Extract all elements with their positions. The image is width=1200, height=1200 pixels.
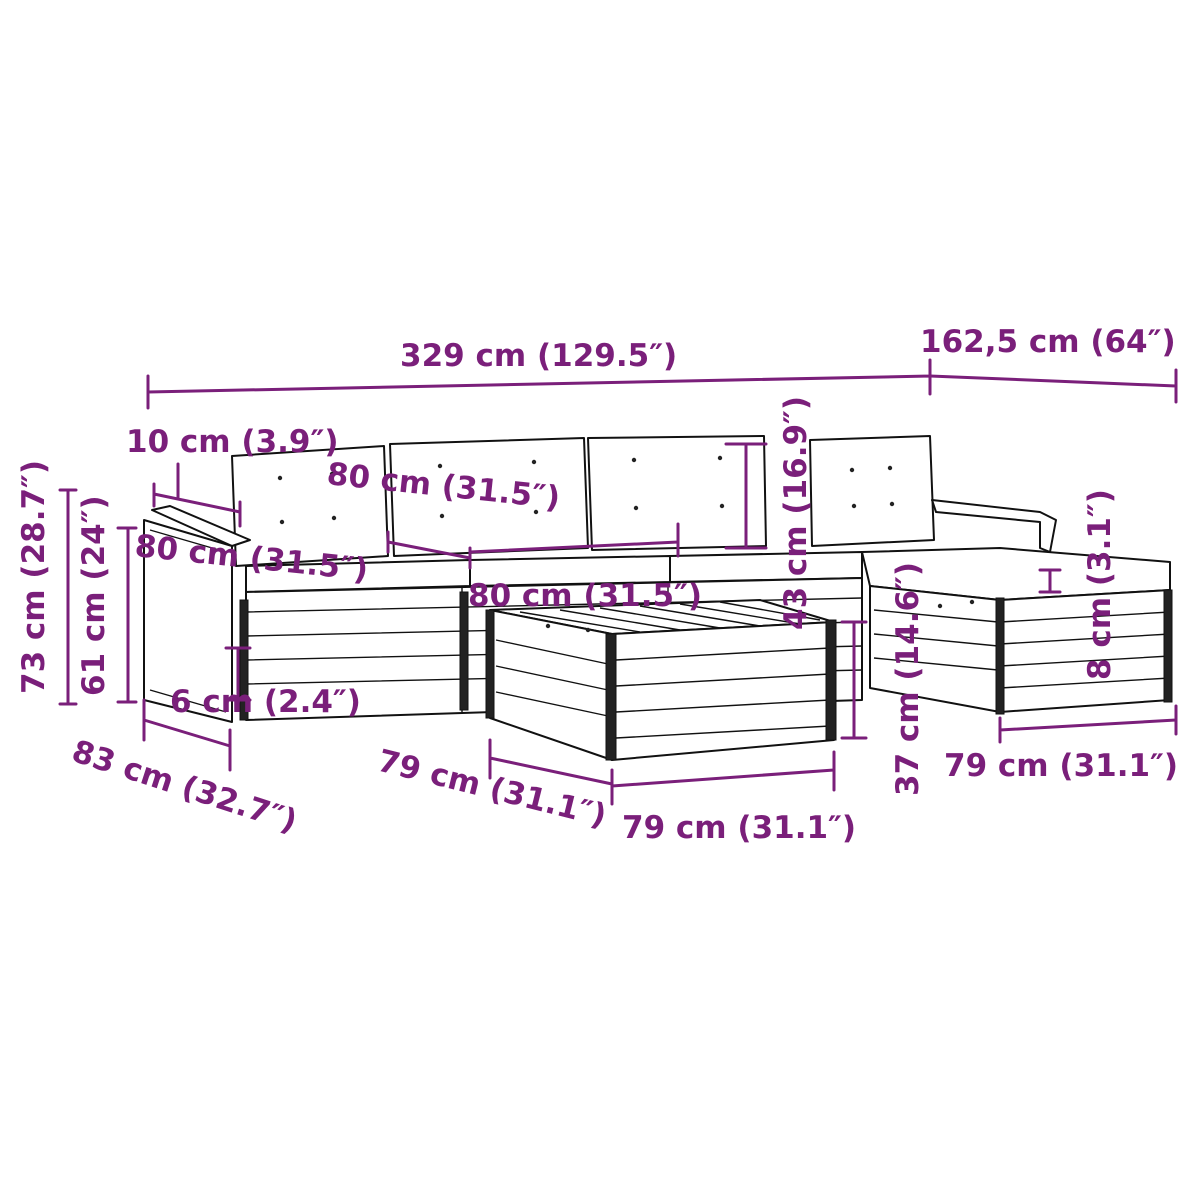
table-depth-label: 79 cm (31.1″)	[374, 743, 610, 835]
depth-label: 83 cm (32.7″)	[68, 733, 302, 840]
table-width-label: 79 cm (31.1″)	[622, 810, 856, 846]
back-cushion-1	[231, 445, 389, 567]
back-cushion-4	[809, 435, 935, 547]
left-armrest	[143, 505, 251, 723]
cushion-thickness-label: 8 cm (3.1″)	[1082, 489, 1118, 680]
seat-height-label: 37 cm (14.6″)	[890, 562, 926, 796]
back-cushion-3	[587, 435, 767, 551]
overall-height-label: 73 cm (28.7″)	[16, 460, 52, 694]
leg-height-label: 6 cm (2.4″)	[170, 684, 361, 720]
coffee-table	[485, 599, 837, 761]
footstool	[869, 585, 1173, 715]
seat-cushions-back-row	[245, 551, 863, 593]
right-armrest	[931, 499, 1057, 553]
furniture-drawing	[143, 435, 1173, 761]
corner-length-label: 162,5 cm (64″)	[920, 324, 1176, 360]
back-cushion-height-label: 43 cm (16.9″)	[778, 396, 814, 630]
armrest-height-label: 61 cm (24″)	[76, 495, 112, 696]
total-length-label: 329 cm (129.5″)	[400, 338, 677, 374]
footstool-width-label: 79 cm (31.1″)	[944, 748, 1178, 784]
armrest-width-label: 10 cm (3.9″)	[126, 424, 339, 460]
seat-width-front-label: 80 cm (31.5″)	[468, 578, 702, 614]
back-cushion-2	[389, 437, 589, 557]
dimension-lines	[58, 358, 1178, 806]
